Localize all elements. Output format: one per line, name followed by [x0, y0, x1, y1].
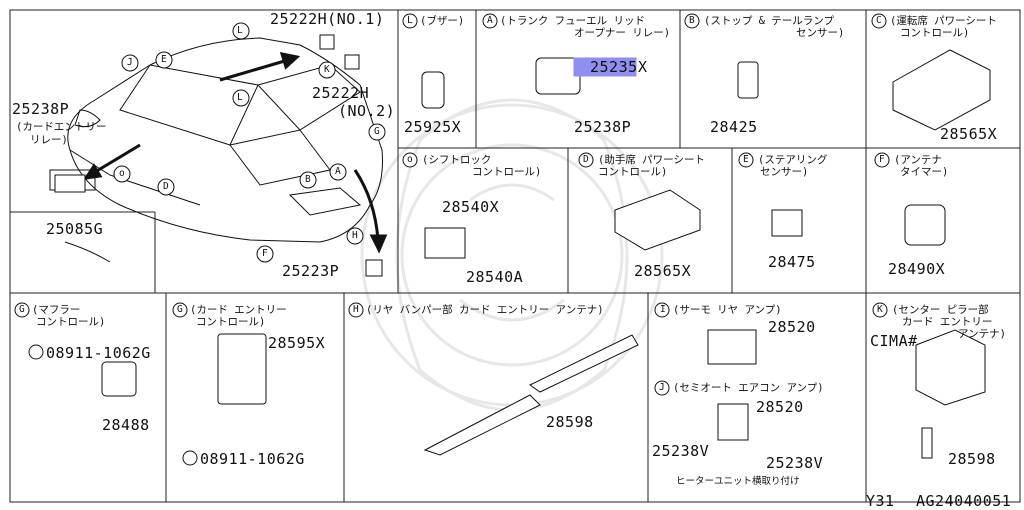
panel-G1-title-2: コントロール)	[36, 316, 106, 328]
callout-o: o	[119, 168, 125, 179]
panel-K-model: CIMA#	[870, 332, 918, 350]
panel-G1-bolt: 08911-1062G	[46, 344, 151, 362]
panel-C-title-1: (運転席 パワーシート	[890, 15, 997, 27]
diagram-frame	[9, 9, 1021, 503]
panel-K-part: 28598	[948, 450, 996, 468]
panel-J-title: (セミオート エアコン アンプ)	[673, 382, 824, 394]
panel-A-part-highlight[interactable]: 25235	[590, 58, 638, 76]
part-25222H-no2: 25222H	[312, 84, 370, 102]
panel-F-title-1: (アンテナ	[894, 154, 942, 166]
diagram-code: AG24040051	[916, 492, 1012, 510]
part-25238P: 25238P	[12, 100, 70, 118]
panel-F-title-2: タイマー)	[900, 166, 949, 178]
watermark-emblem	[360, 98, 664, 412]
car-callouts	[113, 22, 386, 263]
panel-G2-bolt: 08911-1062G	[200, 450, 305, 468]
panel-o-part-1: 28540X	[442, 198, 500, 216]
panel-H-part: 28598	[546, 413, 594, 431]
panel-E-part: 28475	[768, 253, 816, 271]
panel-A-part-highlight-suffix: X	[638, 58, 648, 76]
panel-letter-G2: G	[177, 304, 183, 315]
part-25223P: 25223P	[282, 262, 340, 280]
panel-A-part-2: 25238P	[574, 118, 632, 136]
panel-A-title-1: (トランク フューエル リッド	[500, 15, 645, 27]
callout-J: J	[127, 57, 133, 68]
panel-D-title-2: コントロール)	[598, 166, 668, 178]
panel-letter-F: F	[879, 154, 885, 165]
panel-letter-L: L	[407, 15, 413, 26]
panel-G1-part: 28488	[102, 416, 150, 434]
callout-E: E	[161, 54, 167, 65]
panel-K-title-3: アンテナ)	[958, 328, 1006, 340]
panel-letter-H: H	[353, 304, 359, 315]
panel-C-part: 28565X	[940, 125, 998, 143]
part-25238P-note-2: リレー)	[30, 134, 68, 146]
panel-letter-I: I	[660, 304, 666, 315]
panel-letter-E: E	[743, 154, 749, 165]
panel-B-title-1: (ストップ & テールランプ	[704, 15, 834, 27]
panel-letter-K: K	[877, 304, 883, 315]
car-arrows	[82, 52, 388, 254]
panel-E-title-1: (ステアリング	[758, 154, 828, 166]
panel-I-title: (サーモ リヤ アンプ)	[673, 304, 782, 316]
panel-A-title-2: オープナー リレー)	[574, 27, 671, 39]
panel-letter-C: C	[876, 15, 882, 26]
panel-I-part: 28520	[768, 318, 816, 336]
part-25238P-note-1: (カードエントリー	[16, 121, 107, 133]
part-25222H-no2-note: (NO.2)	[338, 102, 396, 120]
panel-H-title: (リヤ バンパー部 カード エントリー アンテナ)	[366, 304, 604, 316]
panel-J-part-3: 25238V	[766, 454, 824, 472]
part-sketches	[54, 34, 991, 459]
panel-K-title-2: カード エントリー	[902, 316, 993, 328]
panel-B-title-2: センサー)	[796, 27, 845, 39]
panel-C-title-2: コントロール)	[900, 27, 970, 39]
panel-J-note: ヒーターユニット横取り付け	[676, 476, 800, 487]
model-code: Y31	[866, 492, 895, 510]
panel-letter-G1: G	[19, 304, 25, 315]
part-25222H-no1: 25222H(NO.1)	[270, 10, 385, 28]
panel-B-part: 28425	[710, 118, 758, 136]
callout-G: G	[374, 126, 380, 137]
panel-K-title-1: (センター ピラー部	[892, 304, 989, 316]
panel-J-part-2: 25238V	[652, 442, 710, 460]
panel-F-part: 28490X	[888, 260, 946, 278]
callout-D: D	[163, 181, 169, 192]
panel-letter-circles	[14, 13, 890, 466]
panel-D-part: 28565X	[634, 262, 692, 280]
panel-E-title-2: センサー)	[760, 166, 809, 178]
callout-A: A	[335, 166, 341, 177]
panel-letter-J: J	[659, 382, 665, 393]
panel-o-title-2: コントロール)	[472, 166, 542, 178]
panel-letter-B: B	[689, 15, 695, 26]
callout-H: H	[352, 230, 358, 241]
panel-G2-part: 28595X	[268, 334, 326, 352]
panel-o-part-2: 28540A	[466, 268, 524, 286]
panel-o-title-1: (シフトロック	[422, 154, 492, 166]
part-25085G: 25085G	[46, 220, 104, 238]
callout-K: K	[324, 64, 330, 75]
callout-F: F	[262, 248, 268, 259]
panel-G2-title-1: (カード エントリー	[190, 304, 287, 316]
panel-letter-A: A	[487, 15, 493, 26]
panel-G1-title-1: (マフラー	[32, 304, 81, 316]
panel-J-part: 28520	[756, 398, 804, 416]
callout-B: B	[305, 174, 311, 185]
panel-letter-D: D	[583, 154, 589, 165]
panel-L-part: 25925X	[404, 118, 462, 136]
callout-L-2: L	[237, 92, 243, 103]
panel-G2-title-2: コントロール)	[196, 316, 266, 328]
panel-D-title-1: (助手席 パワーシート	[598, 154, 705, 166]
callout-L-1: L	[237, 25, 243, 36]
panel-L-title: (ブザー)	[420, 15, 465, 27]
panel-letter-o: o	[407, 154, 413, 165]
